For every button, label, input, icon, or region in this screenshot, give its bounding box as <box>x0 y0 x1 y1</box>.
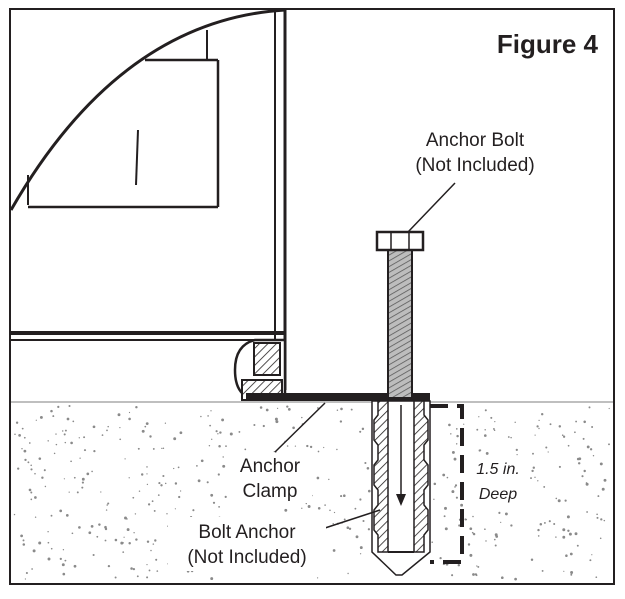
anchor-bolt <box>375 230 425 399</box>
bolt-anchor-sublabel: (Not Included) <box>187 547 306 568</box>
anchor-bolt-sublabel: (Not Included) <box>415 155 534 176</box>
anchor-clamp-sublabel: Clamp <box>243 481 298 502</box>
leveling-foot <box>233 338 287 401</box>
anchor-clamp-leader <box>274 402 326 453</box>
anchor-clamp-plate <box>246 393 430 401</box>
safe-body <box>9 8 287 390</box>
bolt-anchor <box>371 400 431 576</box>
bolt-anchor-label: Bolt Anchor <box>198 522 296 543</box>
depth-label: 1.5 in. <box>476 461 520 478</box>
anchor-clamp-label: Anchor <box>240 456 301 477</box>
bolt-anchor-leader <box>324 509 381 529</box>
depth-bracket <box>430 404 464 564</box>
figure-title: Figure 4 <box>497 29 599 59</box>
anchor-bolt-label: Anchor Bolt <box>426 130 525 151</box>
depth-sublabel: Deep <box>479 486 517 503</box>
anchor-bolt-leader <box>407 182 456 233</box>
